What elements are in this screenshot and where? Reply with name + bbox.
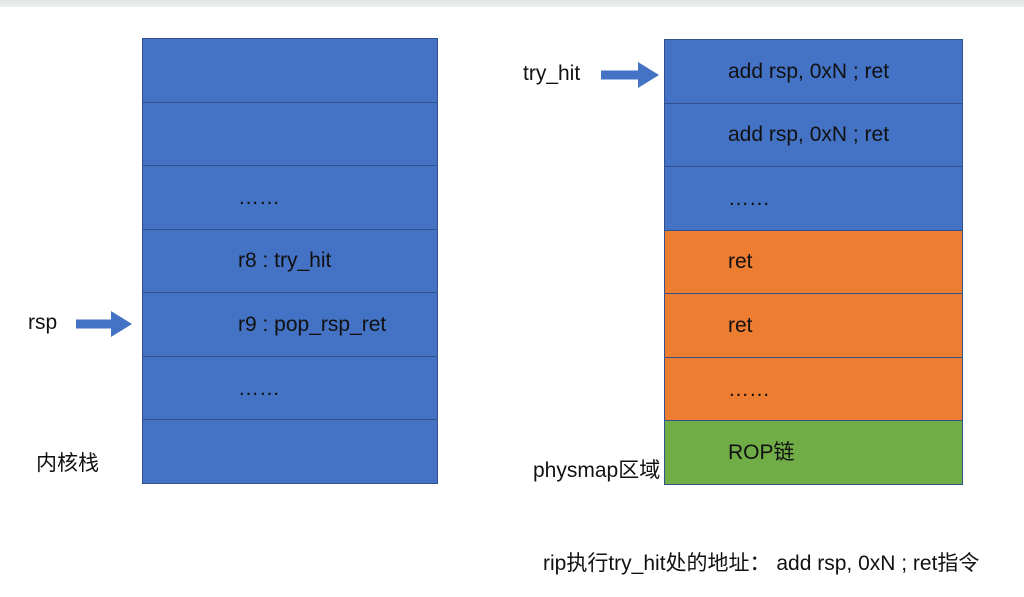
kernel-stack-cell-0 [143,39,437,102]
try-hit-arrow-icon [601,62,659,88]
rsp-pointer-label: rsp [28,311,58,334]
cell-text: r8 : try_hit [238,249,332,273]
kernel-stack-cell-6 [143,419,437,484]
kernel-stack-cell-3: r8 : try_hit [143,228,437,293]
kernel-stack: …… r8 : try_hit r9 : pop_rsp_ret …… [142,38,438,484]
try-hit-pointer-label: try_hit [523,62,581,85]
rsp-arrow-icon [76,311,132,337]
physmap-region-title: physmap区域 [533,459,661,482]
physmap-stack-cell-4: ret [665,293,962,357]
cell-text: ROP链 [728,441,795,465]
cell-text: …… [238,185,280,209]
kernel-stack-cell-4: r9 : pop_rsp_ret [143,292,437,356]
cell-text: add rsp, 0xN ; ret [728,123,890,147]
cell-text: …… [238,376,280,400]
kernel-stack-cell-1 [143,101,437,166]
physmap-stack-cell-3: ret [665,229,962,294]
physmap-stack-cell-2: …… [665,166,962,230]
physmap-stack: add rsp, 0xN ; ret add rsp, 0xN ; ret ……… [664,39,963,485]
kernel-stack-cell-5: …… [143,355,437,420]
cell-text: …… [728,377,770,401]
cell-text: add rsp, 0xN ; ret [728,59,890,83]
physmap-stack-cell-1: add rsp, 0xN ; ret [665,102,962,167]
caption-text: rip执行try_hit处的地址： add rsp, 0xN ; ret指令 [543,552,980,575]
kernel-stack-title: 内核栈 [36,452,99,475]
kernel-stack-cell-2: …… [143,165,437,229]
physmap-stack-cell-5: …… [665,356,962,421]
cell-text: ret [728,314,753,337]
cell-text: …… [728,186,770,210]
cell-text: r9 : pop_rsp_ret [238,313,387,336]
physmap-stack-cell-0: add rsp, 0xN ; ret [665,40,962,103]
cell-text: ret [728,250,753,274]
physmap-stack-cell-6: ROP链 [665,420,962,485]
window-top-strip [0,0,1024,7]
